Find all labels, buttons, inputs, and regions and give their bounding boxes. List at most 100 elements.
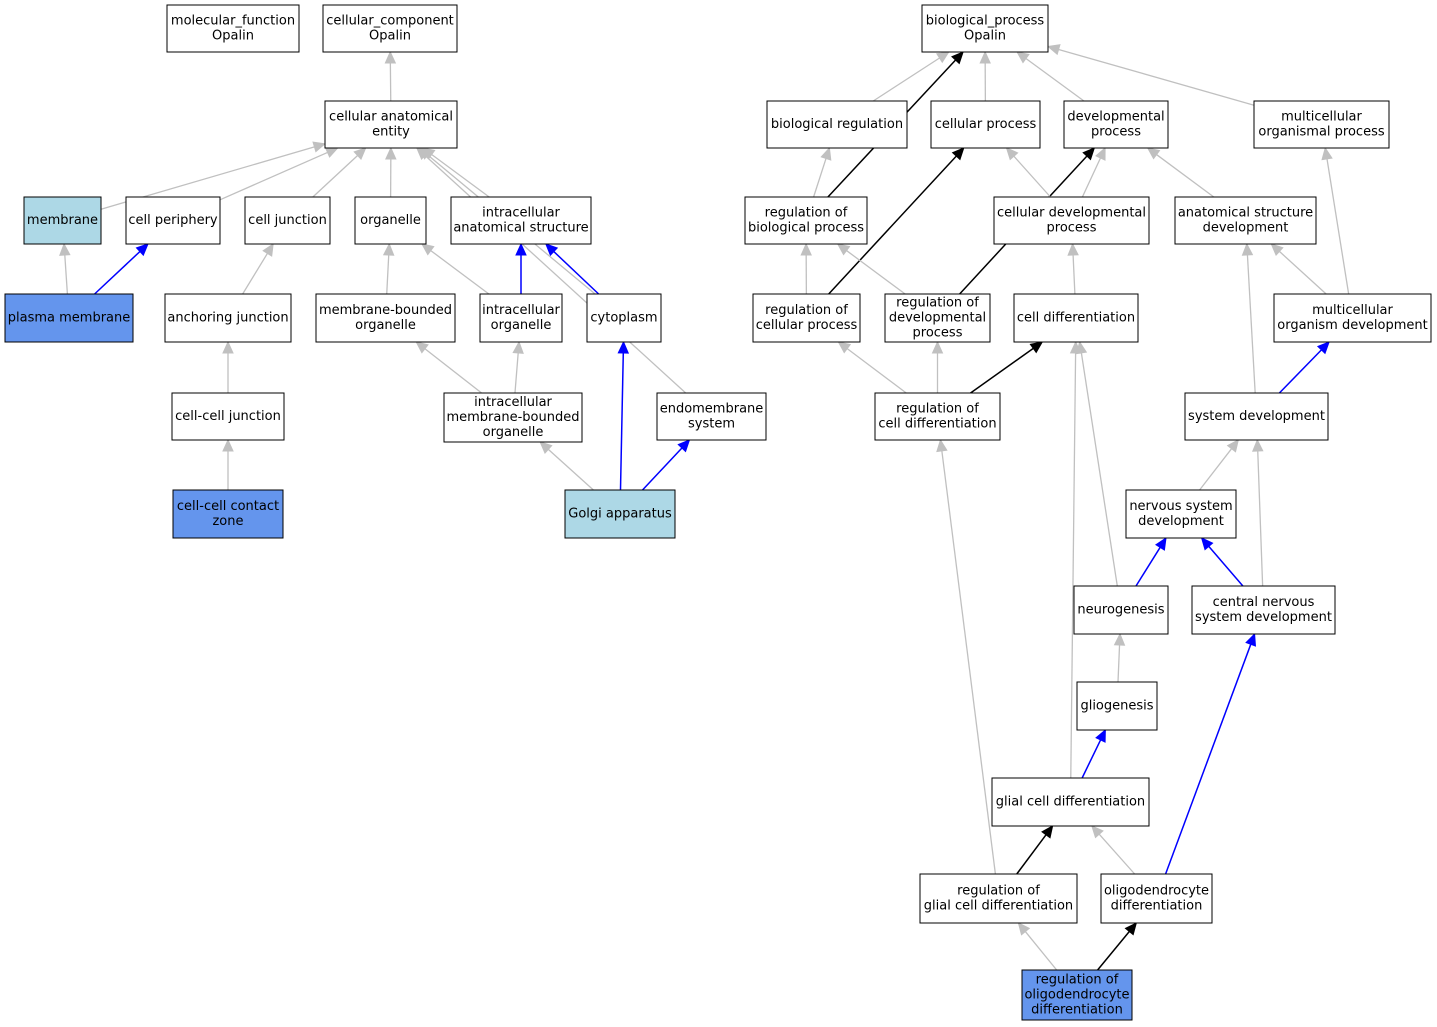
edge-line — [1013, 155, 1051, 198]
term-box — [744, 196, 868, 245]
edge-arrowhead — [544, 243, 559, 257]
term-label-line: organismal process — [1258, 125, 1384, 140]
term-node-regoligo[interactable]: regulation ofoligodendrocytedifferentiat… — [1021, 969, 1133, 1021]
edge-arrowhead — [324, 147, 339, 158]
edge-line — [430, 250, 490, 295]
term-label-line: organelle — [360, 213, 421, 228]
term-node-sysdev[interactable]: system development — [1184, 392, 1329, 441]
term-label-line: system development — [1188, 409, 1325, 424]
term-node-neurogen[interactable]: neurogenesis — [1073, 585, 1169, 635]
edge-part-of-sysdev-to-mod — [1278, 341, 1330, 394]
edge-arrowhead — [935, 51, 950, 64]
term-node-organelle[interactable]: organelle — [354, 196, 427, 245]
edge-arrowhead — [262, 242, 274, 257]
edge-arrowhead — [1091, 825, 1104, 839]
term-label-line: biological_process — [926, 14, 1045, 29]
term-node-golgi[interactable]: Golgi apparatus — [564, 489, 676, 539]
edge-line — [424, 154, 687, 394]
edge-layer — [59, 44, 1350, 971]
term-label-line: differentiation — [1111, 899, 1203, 914]
term-label-line: development — [1203, 221, 1289, 236]
edge-part-of-neurogen-to-nsd — [1135, 536, 1167, 587]
term-node-cellperiph[interactable]: cell periphery — [125, 196, 221, 245]
term-node-ccjunc[interactable]: cell-cell junction — [171, 392, 285, 441]
edge-arrowhead — [353, 147, 367, 161]
term-label-line: endomembrane — [660, 402, 764, 417]
edge-line — [872, 57, 940, 102]
edge-arrowhead — [382, 242, 395, 256]
edge-arrowhead — [1226, 439, 1240, 453]
edge-arrowhead — [1046, 44, 1061, 56]
term-node-membrane[interactable]: membrane — [23, 196, 102, 245]
term-box — [1253, 100, 1390, 149]
term-node-pm[interactable]: plasma membrane — [4, 293, 134, 343]
term-label-line: anchoring junction — [167, 311, 288, 326]
term-node-gcd[interactable]: glial cell differentiation — [991, 777, 1150, 827]
edge-is-a-asd-to-devproc — [1146, 147, 1215, 198]
term-label-line: cell-cell junction — [175, 409, 281, 424]
edge-line — [1081, 739, 1102, 779]
term-label-line: organelle — [483, 425, 544, 440]
edge-line — [1117, 644, 1121, 683]
edge-arrowhead — [1155, 536, 1167, 551]
term-label-line: process — [1091, 125, 1141, 140]
term-label-line: Opalin — [369, 29, 411, 44]
term-node-cyto[interactable]: cytoplasm — [586, 293, 662, 343]
edge-line — [553, 251, 600, 295]
edge-arrowhead — [1041, 825, 1054, 839]
term-node-gliogen[interactable]: gliogenesis — [1076, 681, 1158, 731]
edge-part-of-intorg-to-ias — [515, 242, 527, 294]
term-node-bioreg[interactable]: biological regulation — [766, 100, 908, 149]
edge-arrowhead — [1067, 242, 1079, 256]
term-label-line: glial cell differentiation — [996, 795, 1145, 810]
edge-arrowhead — [1016, 51, 1030, 64]
term-label-line: organelle — [355, 318, 416, 333]
term-box — [125, 196, 221, 245]
term-node-anchjunc[interactable]: anchoring junction — [164, 293, 292, 343]
term-box — [766, 100, 908, 149]
term-label-line: multicellular — [1312, 303, 1393, 318]
edge-part-of-gcd-to-gliogen — [1081, 728, 1106, 779]
edge-line — [1025, 57, 1085, 102]
term-node-celljunc[interactable]: cell junction — [244, 196, 331, 245]
term-label-line: developmental — [1067, 110, 1164, 125]
edge-arrowhead — [837, 341, 852, 354]
edge-line — [431, 154, 490, 198]
term-box — [479, 293, 563, 343]
edge-arrowhead — [512, 340, 524, 354]
edge-part-of-golgi-to-endo — [641, 439, 691, 491]
edge-is-a-celldiff-to-celldevproc — [1067, 242, 1079, 295]
edge-arrowhead — [385, 146, 397, 160]
edge-line — [242, 253, 268, 295]
term-label-line: regulation of — [896, 296, 979, 311]
edge-line — [386, 254, 390, 295]
term-node-celldiff[interactable]: cell differentiation — [1013, 293, 1139, 343]
edge-arrowhead — [420, 243, 435, 256]
term-label-line: anatomical structure — [453, 221, 588, 236]
term-node-cellproc[interactable]: cellular process — [930, 100, 1041, 149]
